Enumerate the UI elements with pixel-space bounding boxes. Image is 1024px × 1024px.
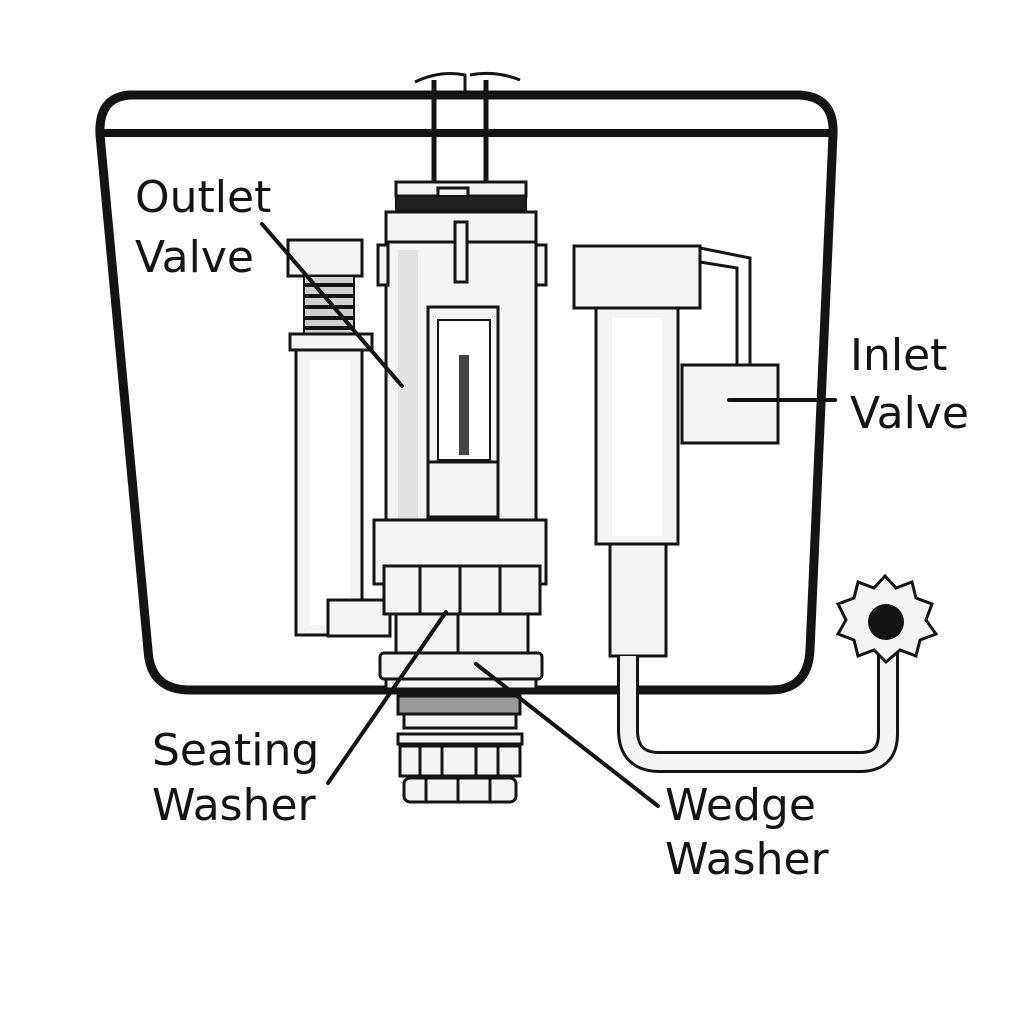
outlet-valve-leader bbox=[260, 222, 404, 388]
supply-pipe bbox=[617, 640, 899, 773]
seating-washer-label-line2: Washer bbox=[152, 780, 317, 831]
wedge-washer-label-line1: Wedge bbox=[665, 780, 816, 831]
outlet-valve-label-line1: Outlet bbox=[135, 172, 271, 223]
inlet-valve-label-line1: Inlet bbox=[850, 330, 947, 381]
outlet-valve-body bbox=[376, 180, 548, 532]
seating-washer bbox=[396, 694, 522, 730]
inlet-valve-label-line2: Valve bbox=[850, 388, 969, 439]
seating-washer-leader bbox=[326, 610, 448, 785]
wedge-washer-label-line2: Washer bbox=[665, 834, 830, 885]
overflow-tube bbox=[286, 238, 392, 638]
outlet-valve-cage bbox=[372, 518, 548, 656]
outlet-valve-label-line2: Valve bbox=[135, 232, 254, 283]
wedge-washer-leader bbox=[474, 662, 660, 808]
inlet-valve bbox=[572, 244, 780, 658]
flush-button-rods bbox=[414, 71, 521, 185]
cistern-tank bbox=[95, 90, 838, 695]
wedge-washer bbox=[378, 651, 544, 691]
seating-washer-label-line1: Seating bbox=[152, 725, 319, 776]
tap-knob-icon bbox=[835, 573, 939, 665]
threaded-nut bbox=[396, 732, 524, 804]
spring-icon bbox=[303, 275, 355, 335]
